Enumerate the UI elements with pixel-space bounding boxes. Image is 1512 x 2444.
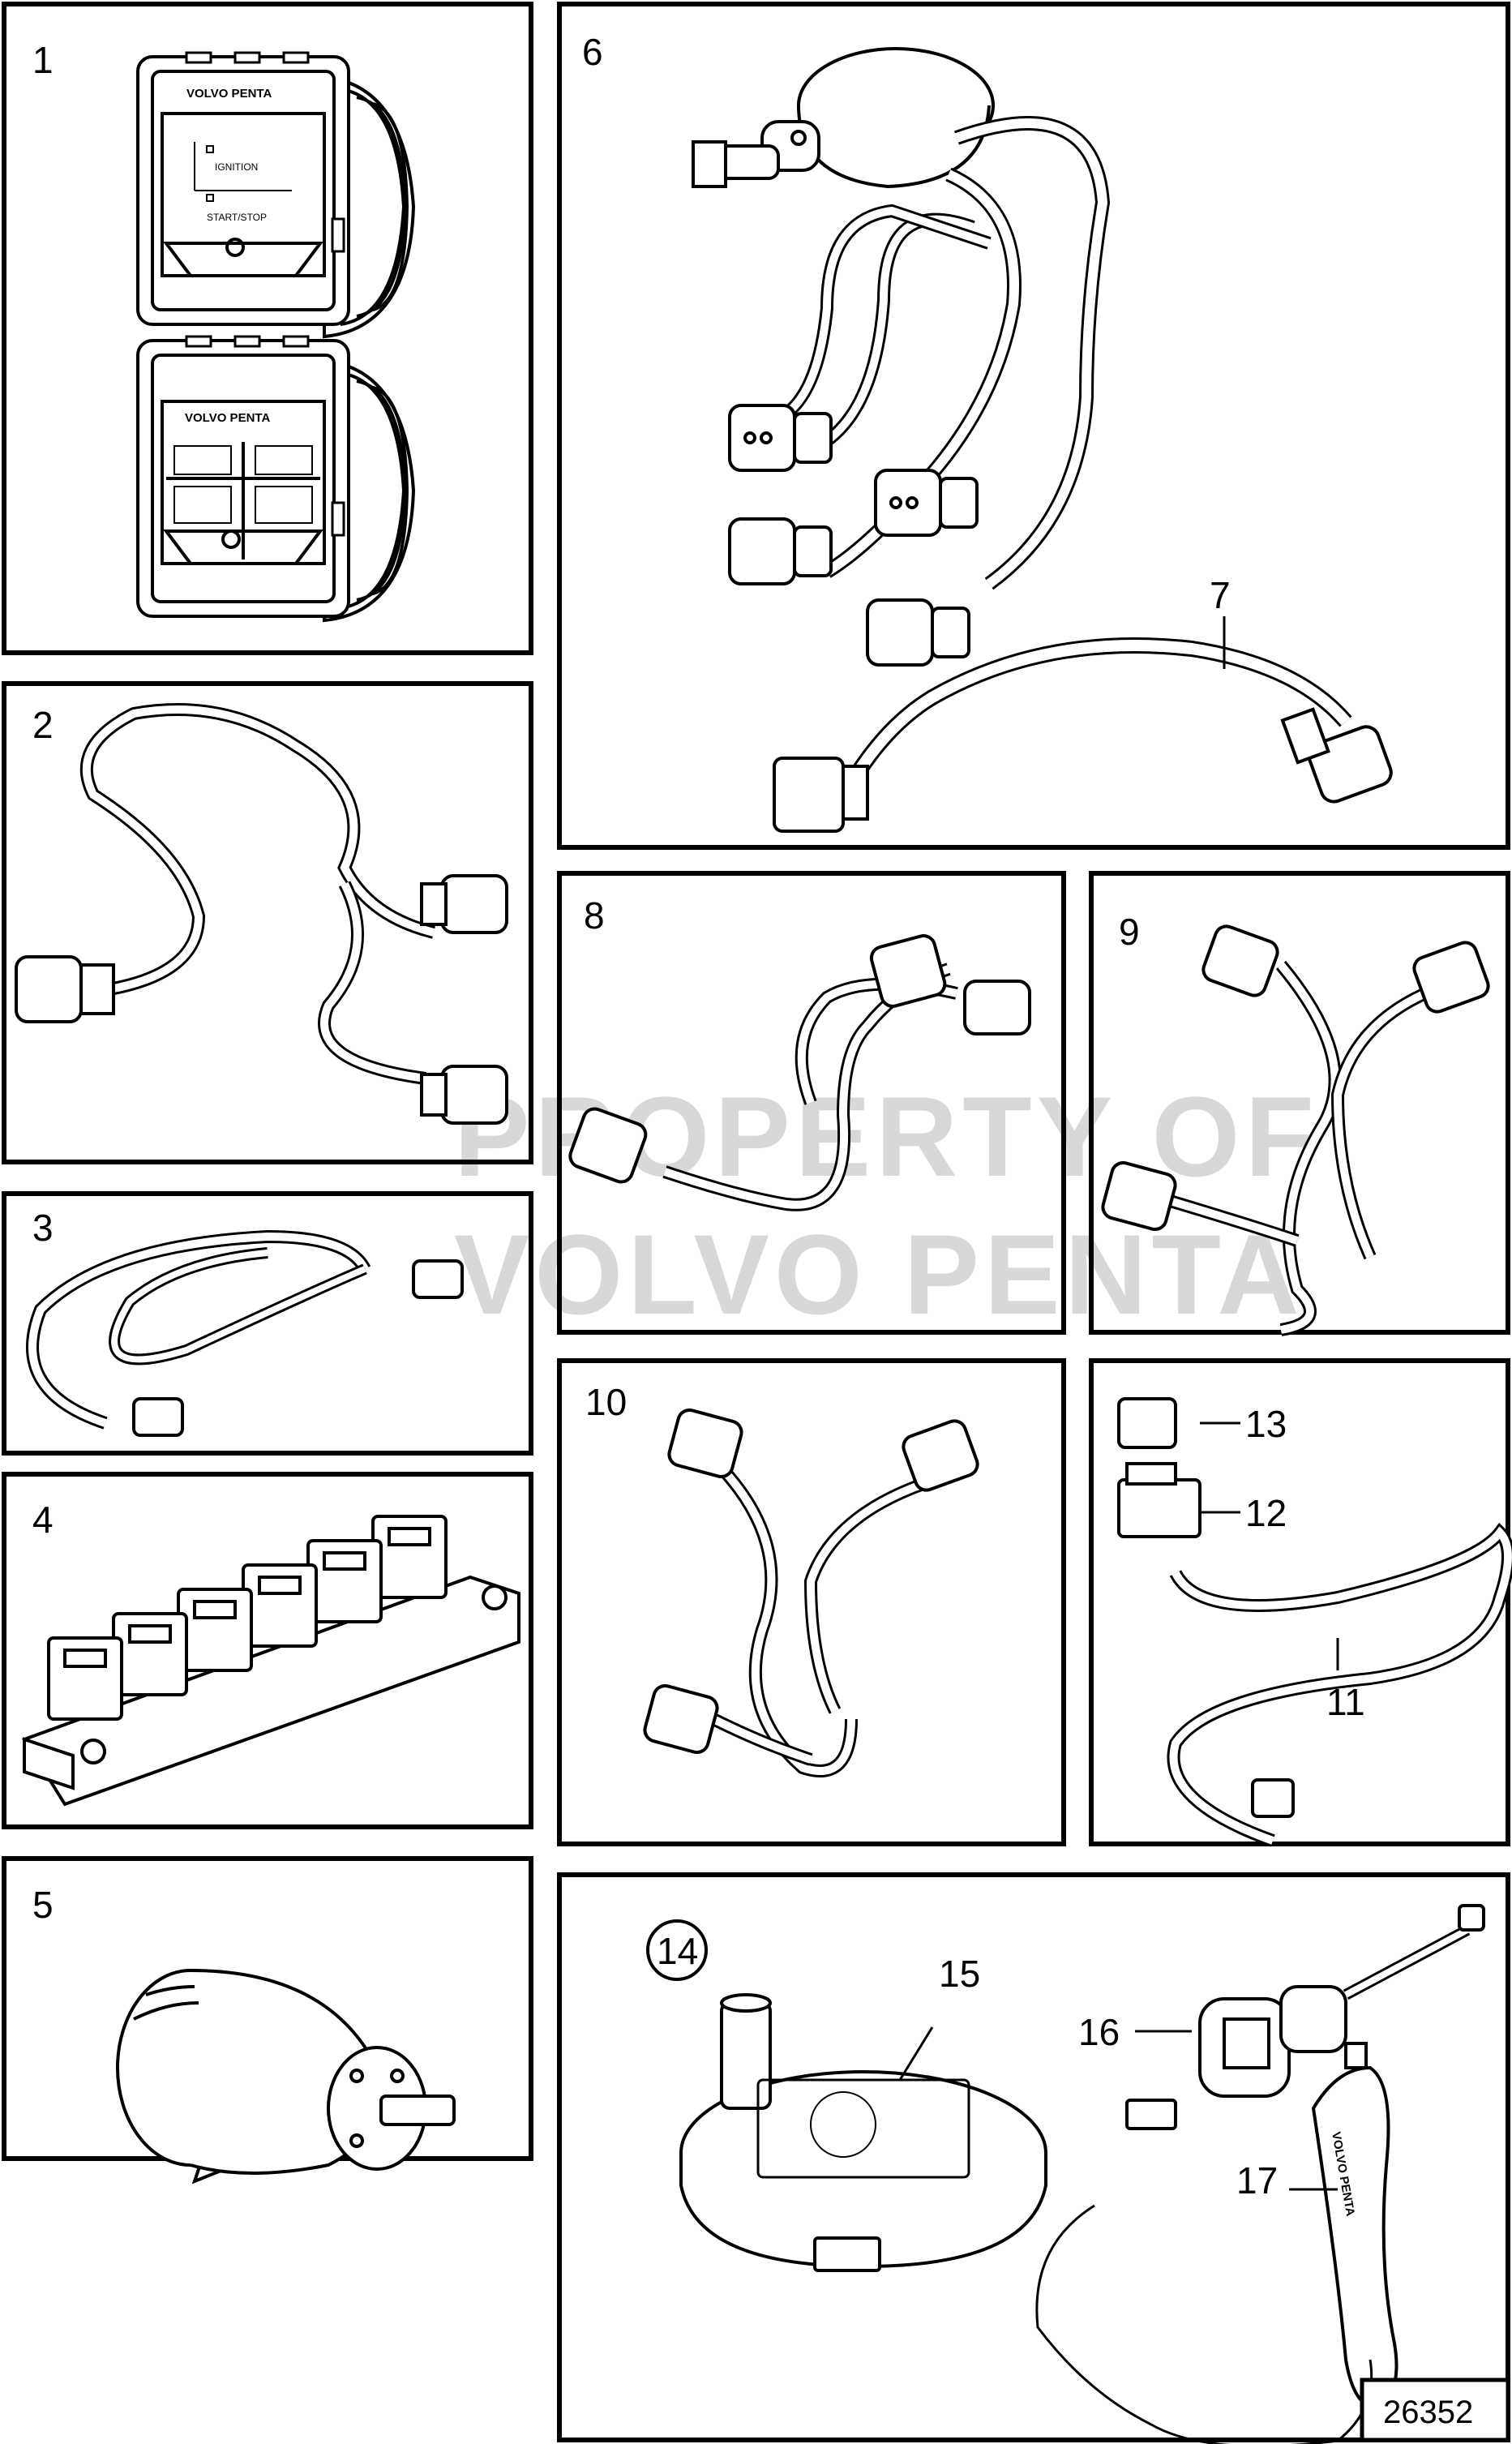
label-6: 6 bbox=[582, 31, 603, 73]
panel-1-switch-panels: VOLVO PENTA IGNITION START/STOP VOLVO P bbox=[136, 51, 416, 623]
panel-14-service-tools bbox=[646, 1904, 1485, 2444]
label-13: 13 bbox=[1245, 1403, 1287, 1445]
label-10: 10 bbox=[585, 1381, 627, 1423]
panel-frame-2 bbox=[2, 681, 533, 1164]
switch-brand-bottom: VOLVO PENTA bbox=[185, 411, 270, 425]
label-15: 15 bbox=[939, 1953, 980, 1995]
panel-frame-9 bbox=[1089, 871, 1510, 1335]
switch-ignition-label: IGNITION bbox=[215, 161, 258, 173]
label-11: 11 bbox=[1326, 1681, 1365, 1723]
document-number-box: 26352 bbox=[1360, 2378, 1510, 2442]
watermark-line-2: VOLVO PENTA bbox=[454, 1211, 1304, 1338]
watermark: PROPERTY OF VOLVO PENTA bbox=[454, 1073, 1314, 1338]
switch-panel-quad bbox=[136, 335, 416, 623]
label-5: 5 bbox=[32, 1884, 54, 1926]
panel-8-harness bbox=[568, 934, 1031, 1211]
label-12: 12 bbox=[1245, 1492, 1287, 1534]
label-16: 16 bbox=[1078, 2011, 1120, 2053]
panel-frame-8 bbox=[557, 871, 1066, 1335]
label-14: 14 bbox=[657, 1930, 698, 1972]
panel-frame-11 bbox=[1089, 1358, 1510, 1846]
switch-start-stop-label: START/STOP bbox=[207, 212, 267, 223]
panel-2-y-harness bbox=[15, 703, 508, 1125]
panel-frame-10 bbox=[557, 1358, 1066, 1846]
switch-brand-top: VOLVO PENTA bbox=[186, 87, 272, 101]
panel-4-connector-block bbox=[21, 1515, 520, 1807]
label-8: 8 bbox=[584, 894, 605, 937]
panel-9-harness bbox=[1101, 924, 1490, 1336]
label-7: 7 bbox=[1210, 574, 1231, 616]
panel-5-key-switch bbox=[116, 1969, 456, 2185]
panel-frame-4 bbox=[2, 1472, 533, 1829]
label-1: 1 bbox=[32, 39, 54, 81]
label-17: 17 bbox=[1236, 2159, 1278, 2202]
panel-3-cable bbox=[26, 1229, 464, 1437]
panel-frame-14 bbox=[557, 1872, 1510, 2442]
panel-frame-1 bbox=[2, 2, 533, 655]
label-2: 2 bbox=[32, 704, 54, 746]
panel-11-relay-cable bbox=[1117, 1397, 1512, 1847]
label-9: 9 bbox=[1119, 911, 1140, 953]
panel-6-key-switch-harness bbox=[692, 47, 1111, 667]
panel-10-harness bbox=[643, 1408, 979, 1777]
label-3: 3 bbox=[32, 1207, 54, 1249]
label-4: 4 bbox=[32, 1499, 54, 1541]
panel-7-extension-harness bbox=[773, 616, 1393, 833]
panel-numbers: 1 6 7 2 8 9 3 4 10 13 12 11 5 14 15 16 1… bbox=[32, 31, 1365, 2202]
switch-panel-start-stop bbox=[136, 51, 416, 339]
document-number: 26352 bbox=[1383, 2395, 1473, 2430]
panel-frame-6 bbox=[557, 2, 1510, 850]
panel-frame-3 bbox=[2, 1191, 533, 1456]
